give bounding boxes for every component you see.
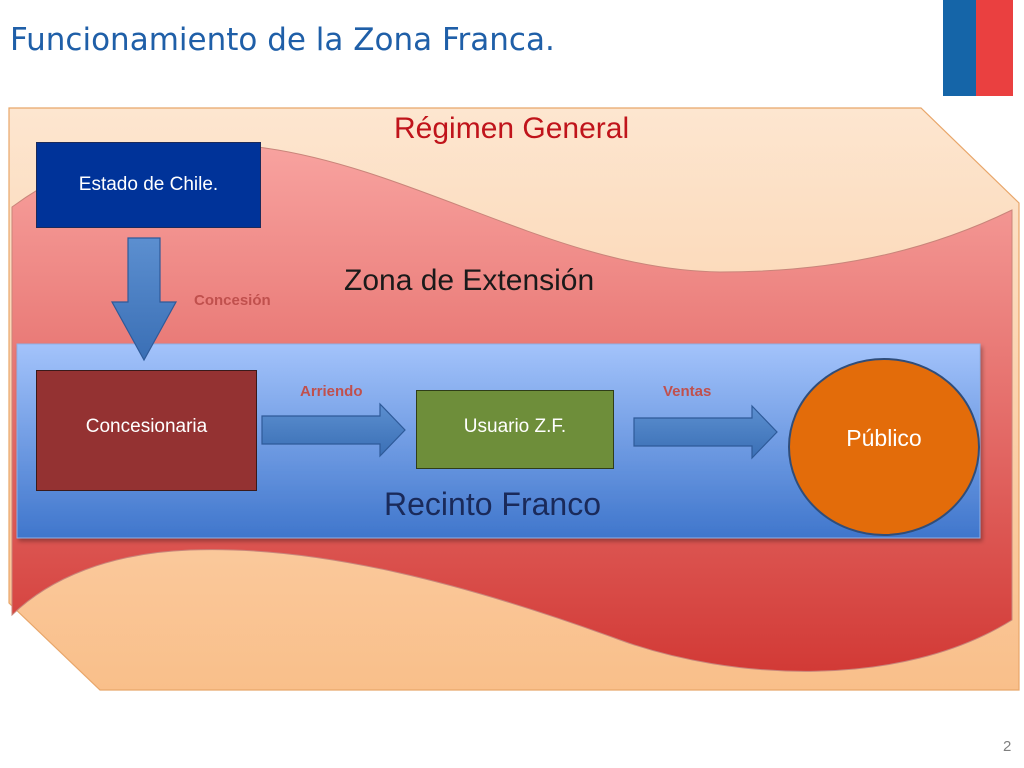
estado-label: Estado de Chile. xyxy=(78,174,219,195)
flag-blue-stripe xyxy=(943,0,976,96)
usuario-node: Usuario Z.F. xyxy=(416,390,614,469)
flag-red-stripe xyxy=(976,0,1013,96)
publico-label: Público xyxy=(846,425,922,451)
ventas-label: Ventas xyxy=(663,383,712,400)
arriendo-label: Arriendo xyxy=(300,383,363,400)
concesionaria-label: Concesionaria xyxy=(85,415,208,437)
arriendo-arrow xyxy=(261,402,406,458)
concesion-arrow xyxy=(110,237,178,362)
ventas-arrow xyxy=(633,404,778,460)
page-number: 2 xyxy=(1003,738,1012,755)
estado-node: Estado de Chile. xyxy=(36,142,261,228)
regimen-general-label: Régimen General xyxy=(394,112,630,145)
usuario-label: Usuario Z.F. xyxy=(463,415,567,437)
slide-title: Funcionamiento de la Zona Franca. xyxy=(10,22,555,58)
concesion-label: Concesión xyxy=(194,292,271,309)
zona-extension-label: Zona de Extensión xyxy=(344,264,595,297)
publico-node xyxy=(788,358,980,536)
recinto-franco-label: Recinto Franco xyxy=(384,486,601,522)
concesionaria-node: Concesionaria xyxy=(36,370,257,491)
